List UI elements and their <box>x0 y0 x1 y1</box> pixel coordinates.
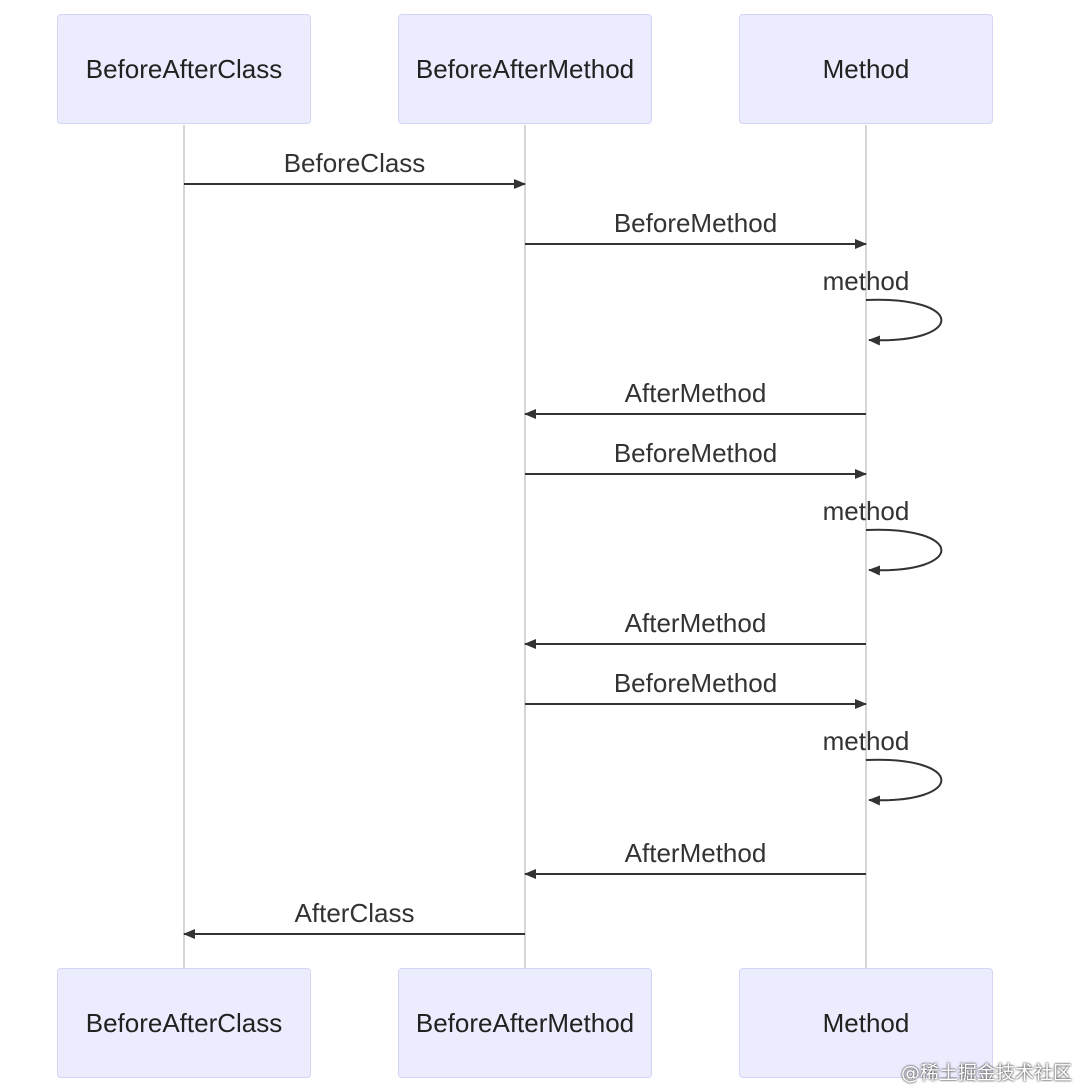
participant-bottom-method: Method <box>739 968 993 1078</box>
participant-label: BeforeAfterMethod <box>415 1007 635 1038</box>
message-1: BeforeClass <box>184 148 526 189</box>
participant-bottom-beforeaftermethod: BeforeAfterMethod <box>398 968 652 1078</box>
message-9: method <box>823 726 943 806</box>
message-7: AfterMethod <box>524 608 866 649</box>
participant-top-beforeafterclass: BeforeAfterClass <box>57 14 311 124</box>
message-11: AfterClass <box>183 898 525 939</box>
participant-label: BeforeAfterClass <box>85 53 283 84</box>
watermark: @稀土掘金技术社区 <box>900 1062 1072 1084</box>
participant-label: Method <box>822 1007 910 1038</box>
message-label: BeforeClass <box>284 148 426 178</box>
participant-label: Method <box>822 53 910 84</box>
message-4: AfterMethod <box>524 378 866 419</box>
message-10: AfterMethod <box>524 838 866 879</box>
message-label: BeforeMethod <box>614 208 777 238</box>
message-label: AfterMethod <box>625 608 767 638</box>
self-loop-arrow <box>865 758 943 806</box>
message-label: BeforeMethod <box>614 438 777 468</box>
message-label: method <box>823 496 910 526</box>
message-3: method <box>823 266 943 346</box>
message-label: AfterMethod <box>625 838 767 868</box>
message-5: BeforeMethod <box>525 438 867 479</box>
self-loop-arrow <box>865 298 943 346</box>
participant-label: BeforeAfterMethod <box>415 53 635 84</box>
self-loop-arrow <box>865 528 943 576</box>
participant-bottom-beforeafterclass: BeforeAfterClass <box>57 968 311 1078</box>
participant-label: BeforeAfterClass <box>85 1007 283 1038</box>
participant-top-beforeaftermethod: BeforeAfterMethod <box>398 14 652 124</box>
message-label: BeforeMethod <box>614 668 777 698</box>
message-label: AfterMethod <box>625 378 767 408</box>
message-label: method <box>823 726 910 756</box>
message-label: method <box>823 266 910 296</box>
participant-top-method: Method <box>739 14 993 124</box>
message-2: BeforeMethod <box>525 208 867 249</box>
message-6: method <box>823 496 943 576</box>
message-8: BeforeMethod <box>525 668 867 709</box>
message-label: AfterClass <box>295 898 415 928</box>
